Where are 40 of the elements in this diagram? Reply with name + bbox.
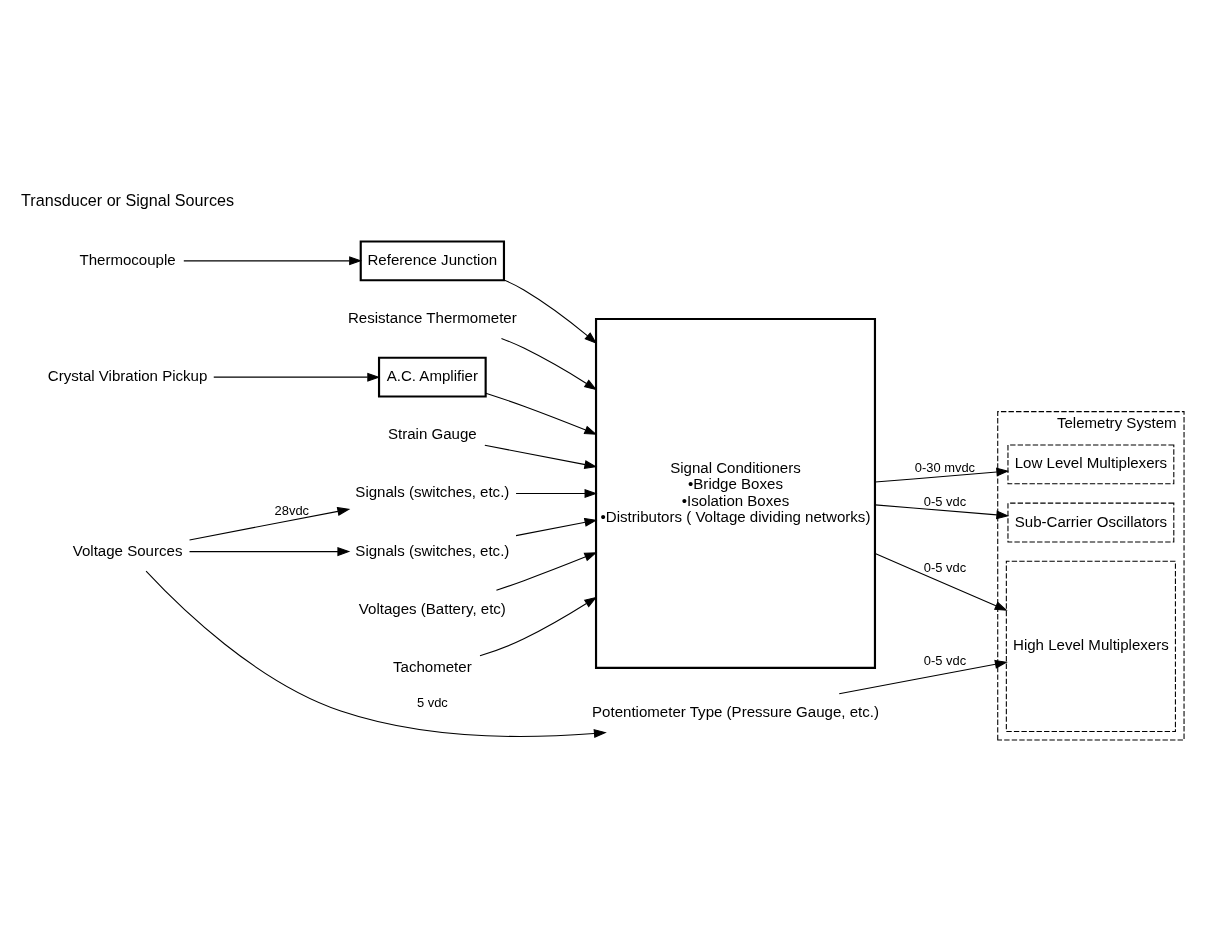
node-box: High Level Multiplexers <box>1005 560 1176 732</box>
node-text: Resistance Thermometer <box>347 308 517 326</box>
arrow <box>874 467 1010 483</box>
arrow <box>503 278 598 344</box>
edge-label: 0-5 vdc <box>923 652 967 668</box>
arrow <box>515 488 598 498</box>
node-text: Thermocouple <box>79 250 176 268</box>
arrow <box>479 596 598 656</box>
arrow <box>183 255 363 265</box>
node-text: Tachometer <box>392 657 472 675</box>
node-text: Voltages (Battery, etc) <box>358 599 506 617</box>
arrow <box>485 392 598 435</box>
node-text: Signals (switches, etc.) <box>355 541 510 559</box>
node-text: Signals (switches, etc.) <box>355 482 510 500</box>
edge-label: 5 vdc <box>416 694 448 710</box>
node-box: Sub-Carrier Oscillators <box>1007 502 1175 542</box>
edge-label: 0-5 vdc <box>923 559 967 575</box>
arrow <box>145 570 607 738</box>
node-text: Voltage Sources <box>72 541 183 559</box>
node-text: Strain Gauge <box>387 424 477 442</box>
arrow <box>213 372 381 382</box>
node-box: Signal Conditioners •Bridge Boxes •Isolation Boxes •Distributors ( Voltage dividing networks) <box>594 317 877 669</box>
edge-label: 0-30 mvdc <box>914 458 976 474</box>
node-box: Low Level Multiplexers <box>1007 443 1175 484</box>
edge-label: 28vdc <box>274 502 310 518</box>
edge-label: 0-5 vdc <box>923 493 967 509</box>
arrow <box>189 506 351 540</box>
node-text: Crystal Vibration Pickup <box>47 366 208 384</box>
arrow <box>874 552 1008 611</box>
arrow <box>189 546 351 556</box>
node-box: A.C. Amplifier <box>377 356 487 398</box>
arrow <box>500 337 598 390</box>
label: Transducer or Signal Sources <box>21 190 235 209</box>
node-box: Reference Junction <box>359 239 506 281</box>
arrow <box>874 503 1010 519</box>
arrow <box>495 551 598 591</box>
arrow <box>838 659 1008 694</box>
arrow <box>515 517 598 536</box>
arrow <box>484 444 598 469</box>
node-text: Potentiometer Type (Pressure Gauge, etc.) <box>592 702 879 720</box>
